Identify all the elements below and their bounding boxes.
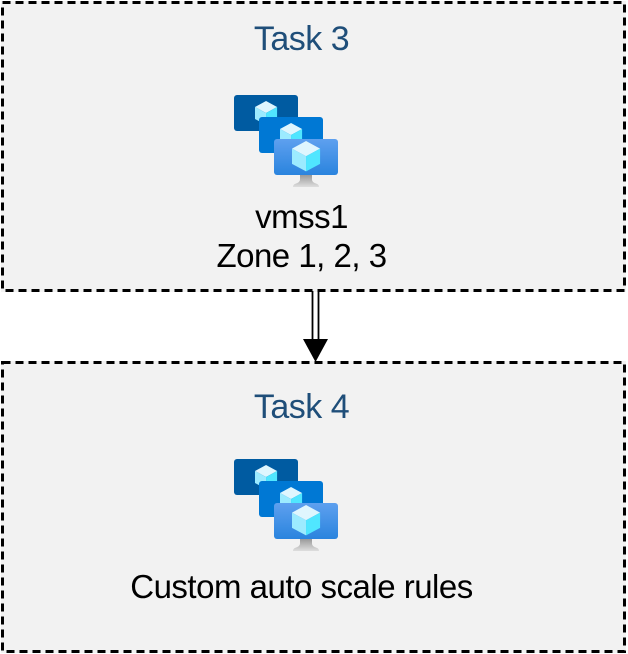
vmss-name-label: vmss1 (255, 198, 348, 235)
flow-arrow-down-icon (303, 291, 328, 362)
vm-scale-sets-icon (234, 95, 338, 187)
task3-labels: vmss1 Zone 1, 2, 3 (216, 197, 387, 275)
task3-box: Task 3 vmss1 Zone 1, 2, 3 (1, 1, 626, 292)
zones-label: Zone 1, 2, 3 (216, 237, 387, 274)
task4-title: Task 4 (253, 388, 350, 426)
autoscale-rules-label: Custom auto scale rules (130, 568, 473, 605)
task4-labels: Custom auto scale rules (130, 567, 473, 606)
task3-title: Task 3 (253, 20, 350, 58)
vm-scale-sets-icon (234, 459, 338, 551)
task4-box: Task 4 Custom auto scale rules (1, 361, 626, 653)
